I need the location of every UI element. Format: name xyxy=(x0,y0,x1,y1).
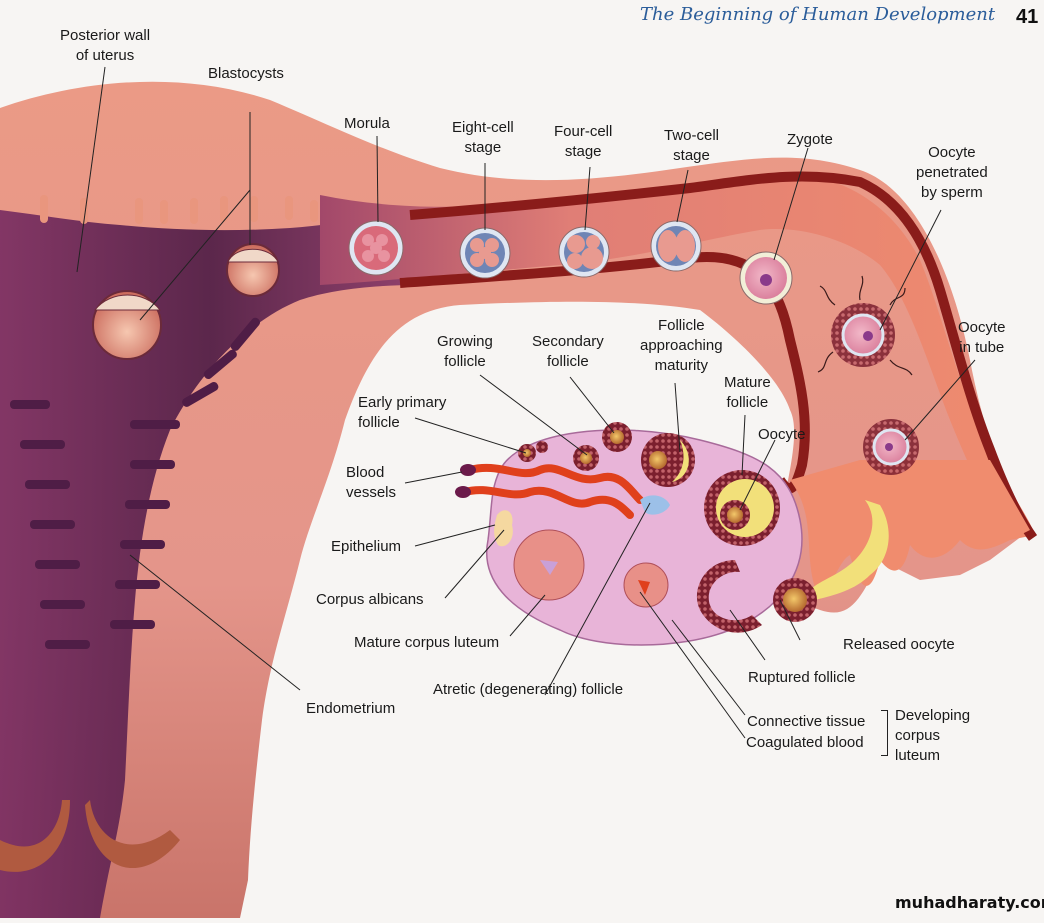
secondary-follicle xyxy=(602,422,632,452)
four-cell-embryo xyxy=(558,226,610,278)
label-secondary-follicle: Secondary follicle xyxy=(532,333,604,370)
vessel-end-1 xyxy=(460,464,476,476)
label-zygote: Zygote xyxy=(787,131,833,148)
cervix-lip-left xyxy=(0,800,70,872)
blood-vessels xyxy=(461,463,644,519)
label-two-cell: Two-cell stage xyxy=(664,127,720,164)
eight-cell-embryo xyxy=(459,227,511,279)
label-eight-cell: Eight-cell stage xyxy=(452,119,514,156)
label-developing-corpus-luteum: Developing corpus luteum xyxy=(895,707,971,764)
label-follicle-approaching: Follicle approaching maturity xyxy=(640,317,723,374)
tube-wall-upper xyxy=(409,171,1038,541)
endometrial-glands xyxy=(10,317,261,649)
label-mature-corpus-luteum: Mature corpus luteum xyxy=(354,634,500,651)
watermark: muhadharaty.com xyxy=(895,893,1044,912)
label-four-cell: Four-cell stage xyxy=(554,123,613,160)
morula-cell xyxy=(348,220,404,276)
label-blastocysts: Blastocysts xyxy=(208,65,284,82)
label-coagulated-blood: Coagulated blood xyxy=(746,734,864,751)
page-number: 41 xyxy=(1016,6,1039,28)
label-oocyte-penetrated: Oocyte penetrated by sperm xyxy=(916,144,988,201)
early-primary-follicle xyxy=(518,441,548,462)
label-epithelium: Epithelium xyxy=(331,538,402,555)
released-oocyte xyxy=(773,578,817,622)
label-morula: Morula xyxy=(344,115,390,132)
vessel-end-2 xyxy=(455,486,471,498)
label-early-primary: Early primary follicle xyxy=(358,394,447,431)
label-growing-follicle: Growing follicle xyxy=(437,333,493,370)
oocyte-penetrated-by-sperm xyxy=(817,275,913,376)
fimbriae xyxy=(790,460,1030,600)
bracket xyxy=(881,710,888,756)
label-connective-tissue: Connective tissue xyxy=(747,713,866,730)
atretic-follicle xyxy=(623,562,669,608)
two-cell-embryo xyxy=(650,220,702,272)
label-posterior-wall: Posterior wall of uterus xyxy=(60,27,151,64)
stigma xyxy=(640,495,670,515)
label-endometrium: Endometrium xyxy=(306,700,396,717)
oocyte-in-tube xyxy=(863,419,919,475)
label-released-oocyte: Released oocyte xyxy=(843,636,955,653)
running-title: The Beginning of Human Development xyxy=(640,4,996,25)
label-oocyte: Oocyte xyxy=(758,426,806,443)
follicle-approaching-maturity xyxy=(641,433,695,487)
mature-follicle xyxy=(704,470,780,546)
label-atretic-follicle: Atretic (degenerating) follicle xyxy=(433,681,624,698)
label-corpus-albicans: Corpus albicans xyxy=(316,591,424,608)
label-ruptured-follicle: Ruptured follicle xyxy=(748,669,856,686)
growing-follicle xyxy=(573,445,599,471)
label-blood-vessels: Blood vessels xyxy=(346,464,397,501)
mature-corpus-luteum xyxy=(513,529,585,601)
cervix-lip-right xyxy=(85,800,180,869)
ruptured-follicle xyxy=(696,560,762,633)
uterine-cavity xyxy=(0,210,420,918)
blastocyst xyxy=(226,243,280,297)
zygote xyxy=(739,251,793,305)
corpus-albicans xyxy=(494,510,513,547)
label-mature-follicle: Mature follicle xyxy=(724,374,771,411)
follicular-fluid-release xyxy=(810,500,889,600)
label-oocyte-in-tube: Oocyte in tube xyxy=(958,319,1006,356)
leader-lines xyxy=(76,66,976,739)
blastocyst-implanting xyxy=(92,290,162,360)
